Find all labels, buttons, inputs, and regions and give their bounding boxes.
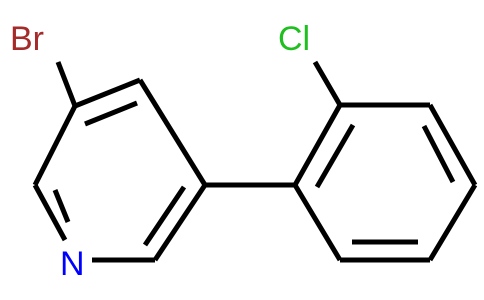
chlorine-label: Cl [278, 20, 310, 58]
bond-c3-br [55, 61, 78, 107]
bond-a1-a2-inner [314, 123, 356, 189]
nitrogen-label: N [60, 245, 85, 283]
bond-a3-a4-inner [421, 124, 456, 184]
bond-a4-a5 [427, 183, 478, 262]
bond-a6-a1 [292, 183, 343, 262]
chlorophenyl-ring [292, 60, 478, 263]
bond-a1-a2 [292, 103, 343, 187]
bond-c5-c6-inner [142, 185, 187, 247]
bond-c5-c6 [152, 183, 208, 262]
bond-c3-c4 [74, 77, 141, 109]
pyridine-ring [32, 61, 208, 263]
bond-a3-a4 [427, 103, 478, 187]
bond-n-c2-inner [52, 189, 71, 223]
bond-c4-c4-inner [84, 100, 138, 127]
bond-n-c2 [32, 183, 68, 242]
bond-c4-c5 [137, 78, 208, 187]
bond-a2-cl [312, 60, 343, 107]
bromine-label: Br [10, 20, 44, 58]
bond-c2-c3 [32, 104, 78, 187]
